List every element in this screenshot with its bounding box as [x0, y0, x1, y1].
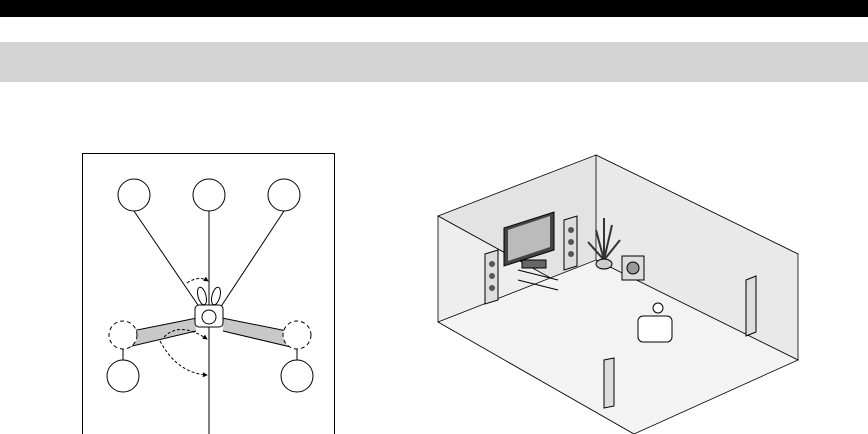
front-left-speaker: [485, 250, 498, 304]
surround-left-speaker: [604, 358, 614, 408]
surround-left-alt-speaker: [109, 321, 137, 349]
surround-right-speaker: [746, 276, 756, 336]
center-speaker: [193, 179, 225, 211]
surround-right-speaker: [281, 360, 313, 392]
front-left-speaker: [118, 179, 150, 211]
room-illustration: [426, 150, 860, 434]
surround-right-alt-speaker: [283, 321, 311, 349]
subwoofer: [622, 256, 644, 280]
section-header-band: [0, 42, 868, 82]
front-right-speaker: [268, 179, 300, 211]
speaker-layout-diagram: [82, 153, 336, 434]
top-bar: [0, 0, 868, 17]
surround-left-speaker: [107, 360, 139, 392]
front-right-speaker: [564, 216, 577, 270]
